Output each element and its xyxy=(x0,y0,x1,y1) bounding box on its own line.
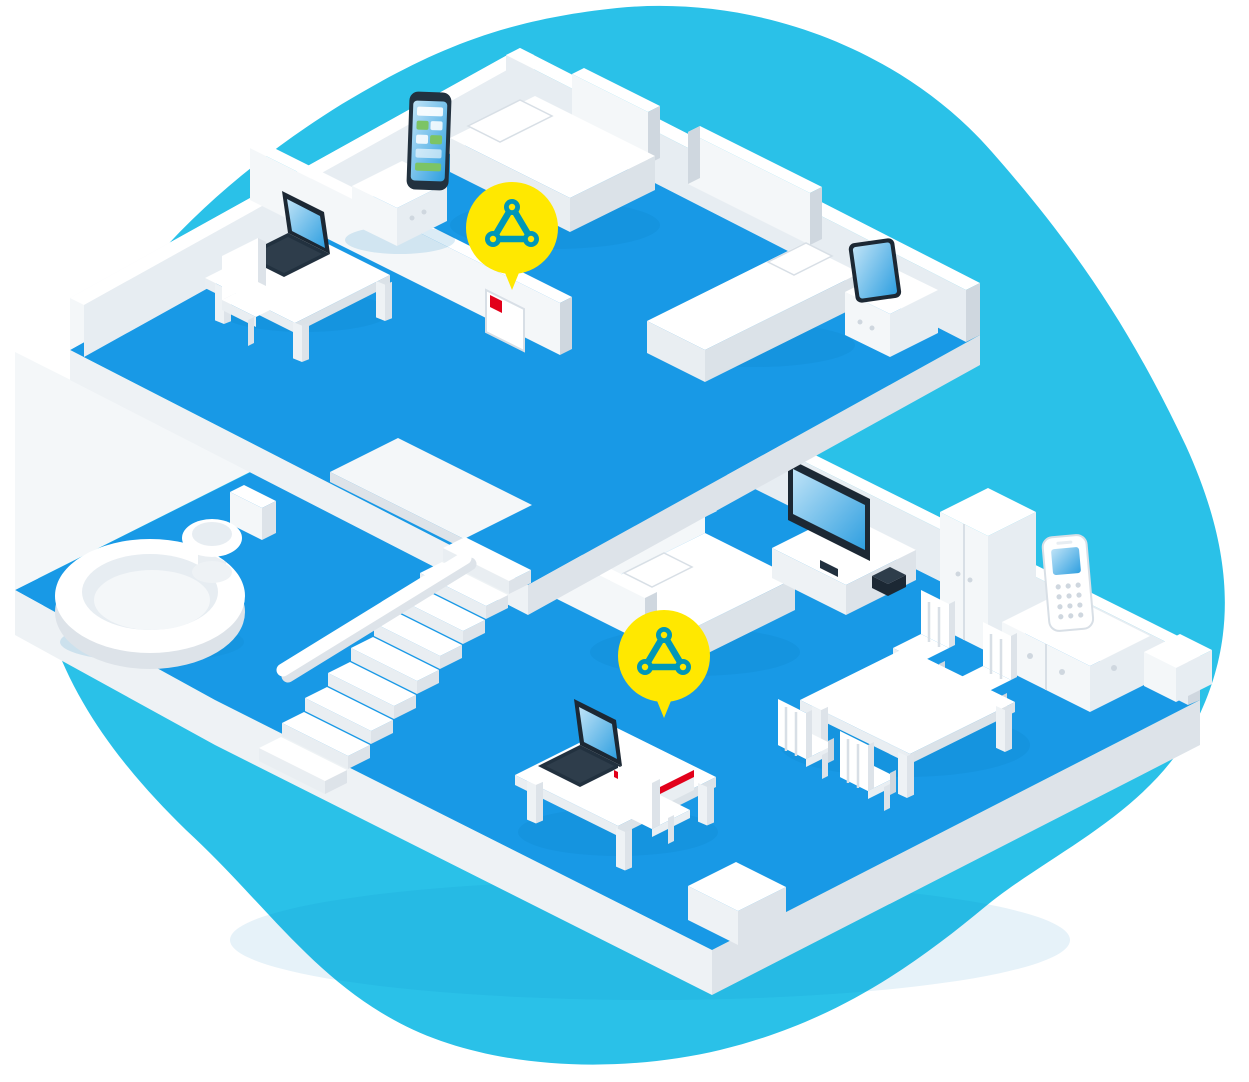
phone-keypad xyxy=(1055,582,1084,620)
landing xyxy=(330,438,532,549)
laptop-lower xyxy=(538,699,622,787)
bed-upper-2 xyxy=(647,242,860,382)
bathroom-wall xyxy=(15,352,252,590)
interior-wall-b xyxy=(572,68,822,245)
wifi-repeater xyxy=(485,288,525,353)
office-chair xyxy=(222,238,292,346)
upper-floor xyxy=(70,48,980,615)
toilet xyxy=(182,485,276,583)
lower-floor xyxy=(15,352,1212,995)
staircase xyxy=(259,537,531,794)
media-receiver xyxy=(872,567,906,596)
dining-table xyxy=(800,648,1015,798)
tablet xyxy=(848,238,902,303)
banister xyxy=(276,551,477,683)
smartphone xyxy=(406,91,452,191)
storage-box xyxy=(688,862,786,945)
cordless-phone xyxy=(1041,534,1095,632)
tv xyxy=(788,458,870,577)
side-console xyxy=(1144,634,1212,702)
desk-chair xyxy=(618,766,690,844)
